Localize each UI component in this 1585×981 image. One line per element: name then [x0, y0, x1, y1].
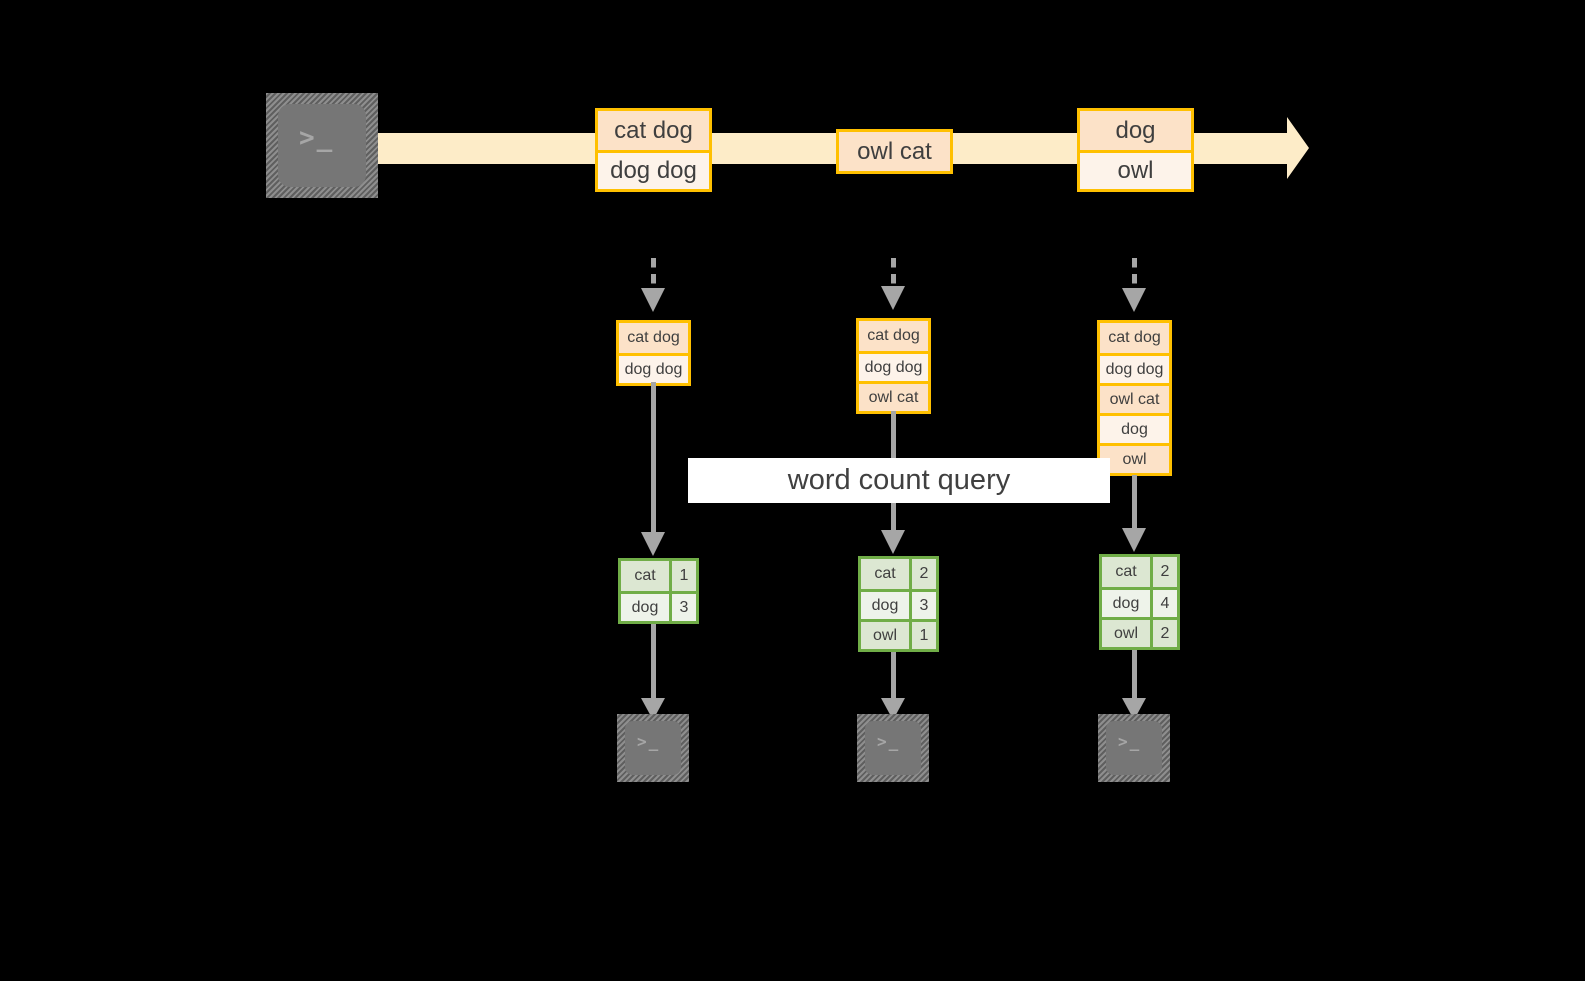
snapshot-1-stream-tap-arrowhead: [641, 288, 665, 312]
snapshot-3-query-line: [1132, 475, 1137, 532]
producer-terminal-icon: >_: [266, 93, 378, 198]
query-label-text: word count query: [787, 464, 1011, 496]
table-cell-word: owl: [1102, 620, 1150, 647]
table-row: dog 3: [621, 591, 696, 621]
table-cell-word: cat: [621, 561, 669, 591]
table-cell-count: 4: [1150, 590, 1177, 617]
stream-state-line: owl: [1100, 443, 1169, 473]
snapshot-1-result-table: cat 1 dog 3: [618, 558, 699, 624]
snapshot-2-output-line: [891, 652, 896, 702]
table-cell-word: dog: [1102, 590, 1150, 617]
table-cell-count: 1: [669, 561, 696, 591]
stream-message-1: cat dog dog dog: [595, 108, 712, 192]
table-row: dog 4: [1102, 587, 1177, 617]
snapshot-3-stream-tap-line: [1132, 258, 1137, 290]
snapshot-1-stream-state: cat dog dog dog: [616, 320, 691, 386]
stream-message-line: owl cat: [839, 132, 950, 171]
stream-message-line: owl: [1080, 150, 1191, 189]
table-row: cat 2: [1102, 557, 1177, 587]
snapshot-1-query-arrowhead: [641, 532, 665, 556]
stream-state-line: owl cat: [1100, 383, 1169, 413]
stream-state-line: cat dog: [619, 323, 688, 353]
snapshot-2-stream-state: cat dog dog dog owl cat: [856, 318, 931, 414]
terminal-face: [625, 721, 681, 775]
table-row: owl 2: [1102, 617, 1177, 647]
table-cell-word: cat: [861, 559, 909, 589]
stream-state-line: dog: [1100, 413, 1169, 443]
stream-state-line: dog dog: [859, 351, 928, 381]
snapshot-1-consumer-terminal-icon: >_: [617, 714, 689, 782]
terminal-face: [865, 721, 921, 775]
stream-state-line: cat dog: [859, 321, 928, 351]
stream-message-line: dog: [1080, 111, 1191, 150]
snapshot-3-result-table: cat 2 dog 4 owl 2: [1099, 554, 1180, 650]
query-label-band: word count query: [688, 458, 1110, 503]
table-cell-count: 1: [909, 622, 936, 649]
snapshot-1-query-line: [651, 382, 656, 534]
snapshot-2-result-table: cat 2 dog 3 owl 1: [858, 556, 939, 652]
table-cell-count: 2: [909, 559, 936, 589]
table-cell-count: 2: [1150, 620, 1177, 647]
snapshot-2-consumer-terminal-icon: >_: [857, 714, 929, 782]
stream-state-line: cat dog: [1100, 323, 1169, 353]
snapshot-2-query-arrowhead: [881, 530, 905, 554]
stream-message-line: cat dog: [598, 111, 709, 150]
table-row: cat 2: [861, 559, 936, 589]
table-row: cat 1: [621, 561, 696, 591]
stream-message-3: dog owl: [1077, 108, 1194, 192]
stream-state-line: dog dog: [1100, 353, 1169, 383]
terminal-prompt-glyph: >_: [637, 732, 661, 751]
table-cell-count: 2: [1150, 557, 1177, 587]
terminal-face: [278, 104, 366, 187]
table-row: dog 3: [861, 589, 936, 619]
stream-state-line: owl cat: [859, 381, 928, 411]
table-cell-count: 3: [909, 592, 936, 619]
snapshot-3-query-arrowhead: [1122, 528, 1146, 552]
snapshot-1-output-line: [651, 624, 656, 702]
stream-state-line: dog dog: [619, 353, 688, 383]
snapshot-2-stream-tap-line: [891, 258, 896, 288]
snapshot-1-stream-tap-line: [651, 258, 656, 290]
snapshot-3-consumer-terminal-icon: >_: [1098, 714, 1170, 782]
table-cell-count: 3: [669, 594, 696, 621]
snapshot-3-output-line: [1132, 650, 1137, 702]
table-row: owl 1: [861, 619, 936, 649]
snapshot-3-stream-state: cat dog dog dog owl cat dog owl: [1097, 320, 1172, 476]
terminal-prompt-glyph: >_: [299, 123, 335, 153]
terminal-prompt-glyph: >_: [1118, 732, 1142, 751]
table-cell-word: cat: [1102, 557, 1150, 587]
table-cell-word: owl: [861, 622, 909, 649]
table-cell-word: dog: [621, 594, 669, 621]
terminal-face: [1106, 721, 1162, 775]
event-stream-arrowhead: [1287, 117, 1309, 179]
stream-message-2: owl cat: [836, 129, 953, 174]
stream-message-line: dog dog: [598, 150, 709, 189]
snapshot-2-stream-tap-arrowhead: [881, 286, 905, 310]
terminal-prompt-glyph: >_: [877, 732, 901, 751]
snapshot-3-stream-tap-arrowhead: [1122, 288, 1146, 312]
table-cell-word: dog: [861, 592, 909, 619]
